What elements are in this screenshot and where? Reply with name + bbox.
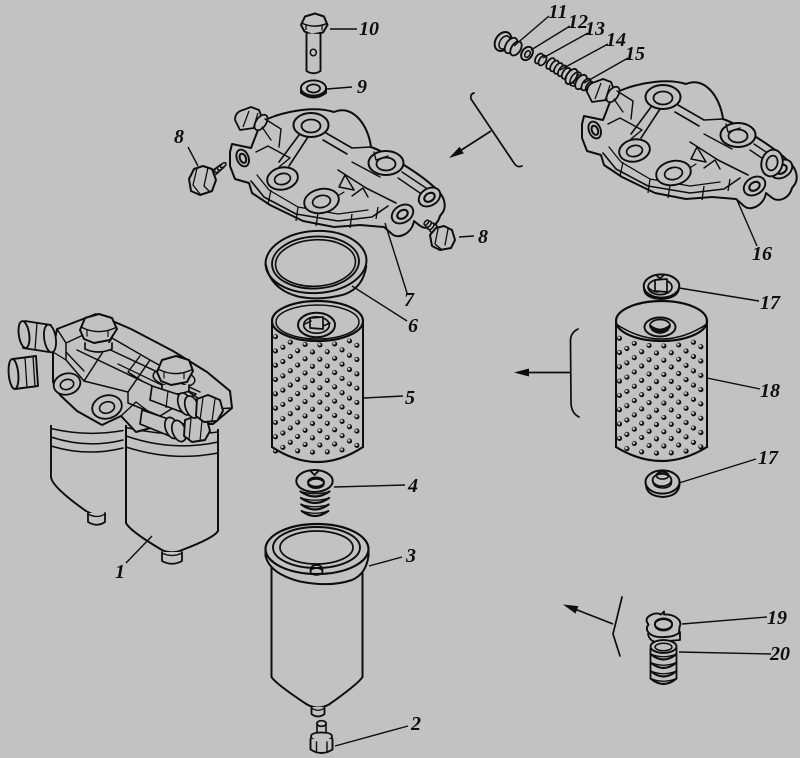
- svg-text:17: 17: [760, 292, 781, 314]
- svg-text:8: 8: [478, 226, 488, 248]
- svg-text:3: 3: [405, 545, 416, 567]
- svg-text:19: 19: [767, 607, 787, 629]
- svg-text:12: 12: [568, 11, 588, 33]
- svg-text:6: 6: [408, 315, 418, 337]
- svg-text:5: 5: [405, 387, 415, 409]
- svg-text:10: 10: [359, 18, 379, 40]
- svg-text:14: 14: [606, 29, 626, 51]
- svg-text:13: 13: [585, 18, 605, 40]
- svg-text:18: 18: [760, 380, 780, 402]
- svg-text:2: 2: [410, 713, 421, 735]
- svg-text:8: 8: [174, 126, 184, 148]
- svg-text:4: 4: [407, 475, 418, 497]
- svg-text:16: 16: [752, 243, 772, 265]
- svg-text:11: 11: [549, 1, 568, 23]
- svg-text:1: 1: [115, 561, 125, 583]
- svg-text:9: 9: [357, 76, 367, 98]
- svg-text:7: 7: [404, 289, 415, 311]
- svg-text:17: 17: [758, 447, 779, 469]
- svg-text:15: 15: [625, 43, 645, 65]
- svg-text:20: 20: [769, 643, 790, 665]
